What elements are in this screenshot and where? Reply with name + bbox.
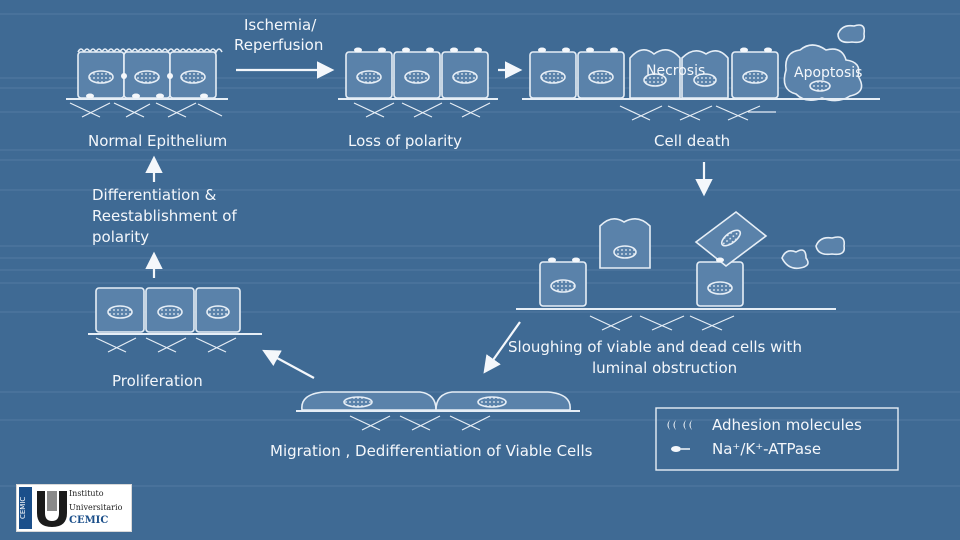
proliferation-matrix <box>95 337 237 353</box>
cell-death-cells <box>529 24 866 102</box>
migration-cells <box>301 391 571 411</box>
logo-line-1: Instituto <box>69 489 104 498</box>
sloughing-cells <box>539 210 846 307</box>
loss-of-polarity-label: Loss of polarity <box>348 132 463 150</box>
normal-epithelium-label: Normal Epithelium <box>88 132 228 150</box>
normal-epithelium-atpase-markers <box>86 93 208 99</box>
sloughing-matrix <box>589 315 735 331</box>
loss-of-polarity-cells <box>345 51 489 99</box>
migration-label: Migration , Dedifferentiation of Viable … <box>270 442 593 460</box>
legend-adhesion-label: Adhesion molecules <box>712 416 862 434</box>
necrosis-label: Necrosis <box>646 63 706 79</box>
loss-of-polarity-matrix <box>353 102 491 118</box>
cell-death-label: Cell death <box>654 132 731 150</box>
normal-epithelium-cells <box>77 48 223 99</box>
apoptosis-label: Apoptosis <box>794 65 863 81</box>
differentiation-label-2: Reestablishment of <box>92 207 237 225</box>
loss-of-polarity-markers <box>354 47 482 53</box>
cell-death-matrix <box>619 105 776 121</box>
arrow-sloughing-to-migration <box>483 321 521 374</box>
ischemia-label: Ischemia/ <box>244 16 317 34</box>
cell-death-markers <box>538 47 772 53</box>
normal-epithelium-matrix <box>69 102 223 118</box>
logo-side-text: CEMIC <box>19 496 27 520</box>
logo-u-icon <box>37 491 67 527</box>
logo-side-bar <box>19 487 32 529</box>
logo-line-3: CEMIC <box>69 515 109 526</box>
adhesion-icon <box>667 420 692 430</box>
legend-atpase-label: Na⁺/K⁺-ATPase <box>712 440 822 458</box>
sloughing-label-2: luminal obstruction <box>592 359 738 377</box>
migration-matrix <box>349 415 491 431</box>
proliferation-label: Proliferation <box>112 372 203 390</box>
atpase-icon <box>671 446 690 452</box>
differentiation-label-1: Differentiation & <box>92 186 217 204</box>
sloughing-markers <box>548 257 724 263</box>
legend-box <box>655 407 899 471</box>
reperfusion-label: Reperfusion <box>234 36 324 54</box>
differentiation-label-3: polarity <box>92 228 150 246</box>
process-arrows <box>145 61 713 379</box>
cemic-logo: CEMIC Instituto Universitario CEMIC <box>16 484 132 532</box>
arrow-migration-to-proliferation <box>262 349 315 379</box>
logo-line-2: Universitario <box>69 503 123 512</box>
sloughing-label-1: Sloughing of viable and dead cells with <box>508 338 802 356</box>
proliferation-cells <box>95 287 241 333</box>
